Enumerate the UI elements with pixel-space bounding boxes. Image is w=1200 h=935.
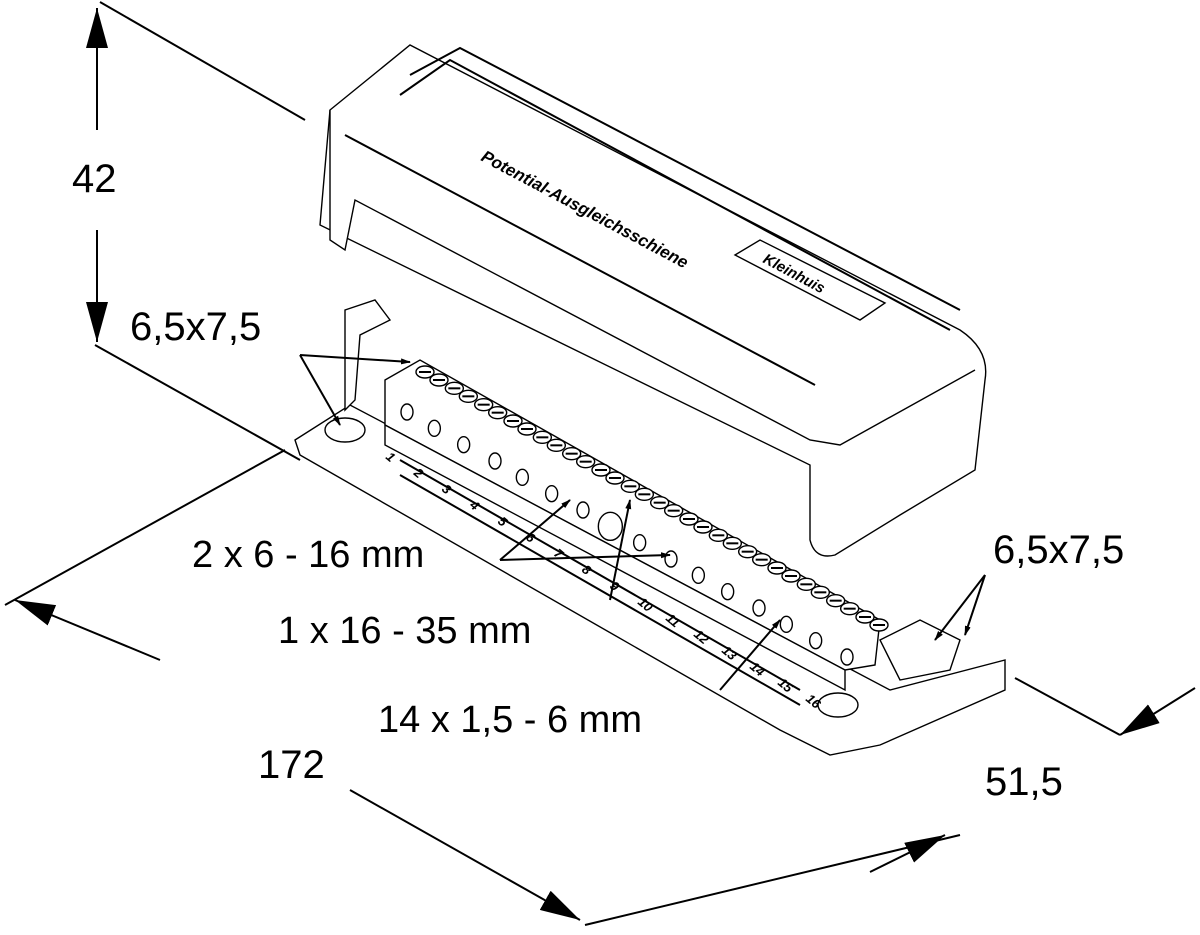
terminal-hole [456, 435, 471, 454]
terminal-hole [597, 511, 624, 542]
dimension-height: 42 [72, 157, 117, 201]
terminal-hole [691, 566, 706, 585]
mount-hole-label-right: 6,5x7,5 [993, 528, 1124, 572]
dimension-length: 172 [258, 743, 325, 787]
terminal-hole [488, 452, 502, 470]
leader-lines [299, 354, 986, 691]
terminal-hole [544, 484, 559, 503]
terminal-hole [664, 550, 678, 568]
mount-bracket-right [879, 619, 961, 681]
terminal-hole [515, 468, 530, 487]
mount-bracket-left [344, 299, 392, 412]
callout-main-terminal: 1 x 16 - 35 mm [278, 610, 531, 652]
length-arrow-right [349, 789, 581, 921]
terminal-hole [720, 582, 735, 601]
depth-arrow-1 [1119, 687, 1196, 736]
length-arrow-left [14, 599, 161, 661]
mount-hole-left [324, 417, 366, 443]
terminal-hole [808, 631, 823, 650]
cover: Potential-Ausgleichsschiene Kleinhuis [319, 44, 987, 557]
callout-small-terminals: 14 x 1,5 - 6 mm [378, 699, 642, 741]
callout-large-terminals: 2 x 6 - 16 mm [192, 534, 424, 576]
terminal-hole [576, 501, 590, 519]
mount-hole-label-left: 6,5x7,5 [130, 305, 261, 349]
terminal-hole [752, 599, 766, 617]
terminal-hole [427, 419, 442, 438]
dimension-depth: 51,5 [985, 760, 1063, 804]
depth-arrow-2 [869, 834, 946, 873]
brand-plate [733, 239, 887, 321]
mount-hole-right [817, 692, 859, 718]
terminal-hole [632, 533, 647, 552]
dimension-lines [4, 1, 1196, 926]
terminal-hole [779, 615, 794, 634]
terminal-hole [840, 648, 854, 666]
terminal-hole [400, 403, 414, 421]
